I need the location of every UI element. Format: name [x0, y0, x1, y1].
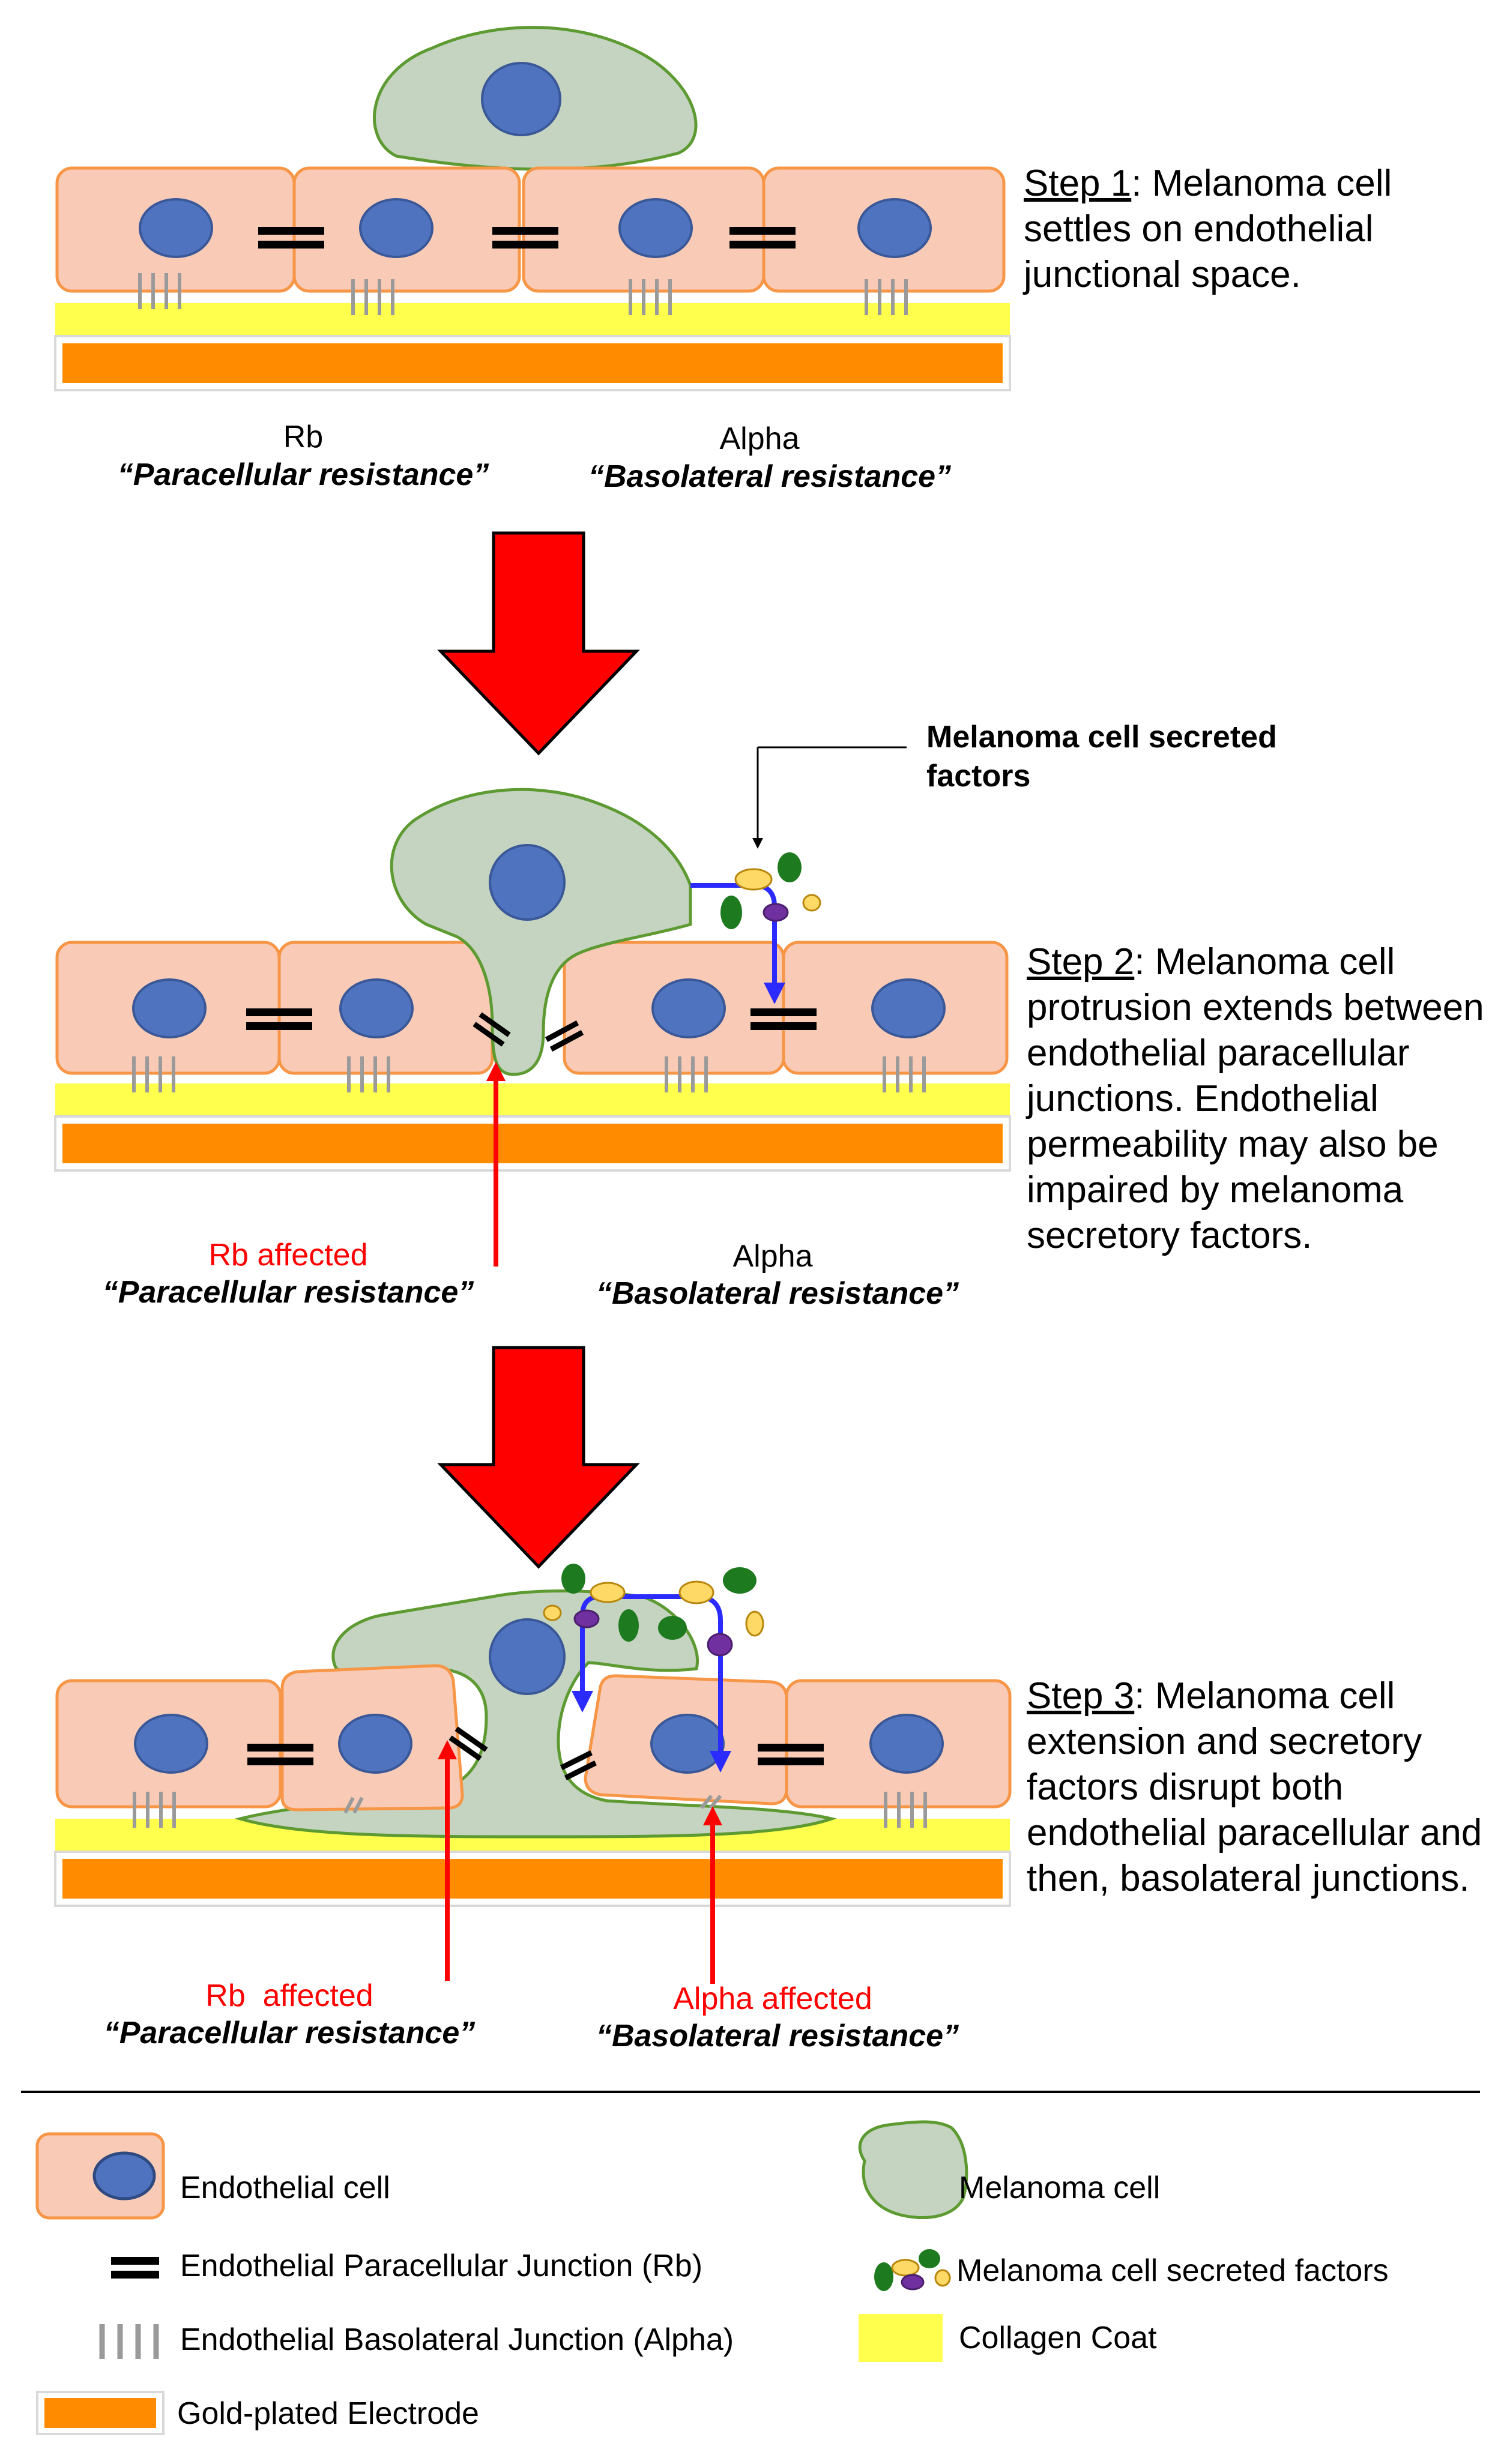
paracellular-junction: [492, 227, 558, 249]
paracellular-resistance-label: “Paracellular resistance”: [103, 1275, 474, 1310]
secreted-factor: [573, 1609, 600, 1628]
rb-affected-label: Rb affected: [208, 1238, 367, 1273]
endothelial-nucleus: [650, 1714, 725, 1774]
paracellular-resistance-label: “Paracellular resistance”: [118, 457, 489, 492]
step3-description: Step 3: Melanoma cell extension and secr…: [1027, 1673, 1495, 1902]
step2-description: Step 2: Melanoma cell protrusion extends…: [1027, 939, 1495, 1259]
secreted-factor: [543, 1604, 562, 1621]
paracellular-junction: [246, 1008, 312, 1030]
endothelial-nucleus: [618, 198, 693, 258]
paracellular-junction: [247, 1744, 313, 1765]
legend-secreted-factors-label: Melanoma cell secreted factors: [956, 2253, 1389, 2288]
legend-basolateral-swatch: [99, 2324, 159, 2359]
secreted-factor: [561, 1564, 585, 1594]
endothelial-nucleus: [359, 198, 433, 258]
secreted-factor: [618, 1609, 639, 1642]
legend-secreted-factors-swatch: [874, 2249, 951, 2291]
legend-electrode-label: Gold-plated Electrode: [177, 2396, 479, 2431]
alpha-label: Alpha: [720, 421, 800, 456]
secreted-factor: [590, 1582, 626, 1603]
paracellular-resistance-label: “Paracellular resistance”: [104, 2016, 476, 2050]
basolateral-junction: [665, 1056, 708, 1092]
basolateral-resistance-label: “Basolateral resistance”: [588, 459, 951, 494]
step2-diagram: Melanoma cell secreted factors Rb affect…: [54, 720, 1285, 1311]
paracellular-junction: [758, 1744, 824, 1765]
step1-heading: Step 1: [1024, 163, 1132, 204]
melanoma-nucleus: [489, 844, 566, 921]
endothelial-nucleus: [869, 1714, 944, 1774]
transition-arrow: [437, 1346, 640, 1569]
transition-arrow: [437, 531, 640, 756]
legend-paracellular-swatch: [111, 2257, 159, 2279]
basolateral-junction: [347, 1056, 390, 1092]
legend-endothelial-nucleus: [92, 2151, 156, 2200]
endothelial-nucleus: [857, 198, 932, 258]
rb-label: Rb: [283, 420, 323, 454]
basolateral-junction: [351, 279, 394, 315]
endothelial-nucleus: [871, 978, 946, 1038]
secreted-factor: [723, 1567, 757, 1594]
secreted-factor: [678, 1580, 714, 1604]
secreted-factor: [802, 894, 821, 912]
melanoma-nucleus: [481, 62, 561, 136]
basolateral-junction: [138, 273, 181, 309]
basolateral-junction-disrupted: [699, 1795, 722, 1809]
step3-heading: Step 3: [1027, 1675, 1135, 1717]
secreted-factor: [763, 903, 789, 922]
paracellular-junction: [750, 1008, 817, 1030]
endothelial-nucleus: [132, 978, 207, 1038]
secreted-factor: [734, 868, 773, 891]
legend: Endothelial cell Endothelial Paracellula…: [35, 2120, 1389, 2435]
legend-basolateral-label: Endothelial Basolateral Junction (Alpha): [180, 2322, 734, 2357]
basolateral-junction: [132, 1056, 175, 1092]
step3-text: : Melanoma cell extension and secretory …: [1027, 1675, 1482, 1899]
rb-affected-label: Rb affected: [205, 1978, 373, 2013]
legend-paracellular-label: Endothelial Paracellular Junction (Rb): [180, 2249, 702, 2283]
paracellular-junction: [258, 227, 324, 249]
endothelial-nucleus: [339, 978, 414, 1038]
basolateral-junction: [865, 279, 908, 315]
collagen-coat: [55, 1083, 1010, 1116]
basolateral-junction-disrupted: [343, 1797, 364, 1814]
paracellular-junction: [729, 227, 796, 249]
step1-description: Step 1: Melanoma cell settles on endothe…: [1024, 161, 1480, 298]
step2-heading: Step 2: [1027, 941, 1135, 983]
legend-melanoma-swatch: [858, 2120, 968, 2219]
secreted-factors-callout: Melanoma cell secreted factors: [926, 720, 1285, 794]
legend-collagen-label: Collagen Coat: [959, 2321, 1157, 2355]
secreted-factor: [707, 1633, 733, 1657]
basolateral-resistance-label: “Basolateral resistance”: [596, 2019, 959, 2053]
basolateral-junction: [883, 1056, 926, 1092]
alpha-affected-label: Alpha affected: [673, 1981, 872, 2016]
melanoma-cell: [390, 788, 692, 1076]
step2-text: : Melanoma cell protrusion extends betwe…: [1027, 941, 1484, 1256]
legend-endothelial-label: Endothelial cell: [180, 2170, 390, 2205]
secreted-factor: [745, 1610, 764, 1637]
secreted-factor: [778, 852, 802, 882]
secreted-factor: [658, 1616, 687, 1640]
endothelial-nucleus: [139, 198, 213, 258]
endothelial-nucleus: [338, 1714, 412, 1774]
paracellular-junction-disrupted: [473, 1012, 511, 1047]
alpha-label: Alpha: [733, 1239, 813, 1274]
step3-diagram: Rb affected “Paracellular resistance” Al…: [54, 1564, 1012, 2053]
step1-text: : Melanoma cell settles on endothelial j…: [1024, 163, 1392, 295]
endothelial-nucleus: [651, 978, 726, 1038]
basolateral-junction: [884, 1792, 927, 1828]
paracellular-junction-disrupted: [560, 1750, 597, 1781]
paracellular-junction-disrupted: [545, 1020, 584, 1052]
basolateral-resistance-label: “Basolateral resistance”: [596, 1276, 959, 1311]
melanoma-nucleus: [489, 1618, 566, 1695]
endothelial-nucleus: [134, 1714, 208, 1774]
secreted-factor: [720, 896, 742, 929]
legend-collagen-swatch: [859, 2314, 943, 2362]
basolateral-junction: [629, 279, 672, 315]
basolateral-junction: [133, 1792, 176, 1828]
legend-melanoma-label: Melanoma cell: [959, 2170, 1160, 2205]
collagen-coat: [55, 303, 1010, 336]
step1-diagram: Rb “Paracellular resistance” Alpha “Baso…: [54, 26, 1011, 494]
